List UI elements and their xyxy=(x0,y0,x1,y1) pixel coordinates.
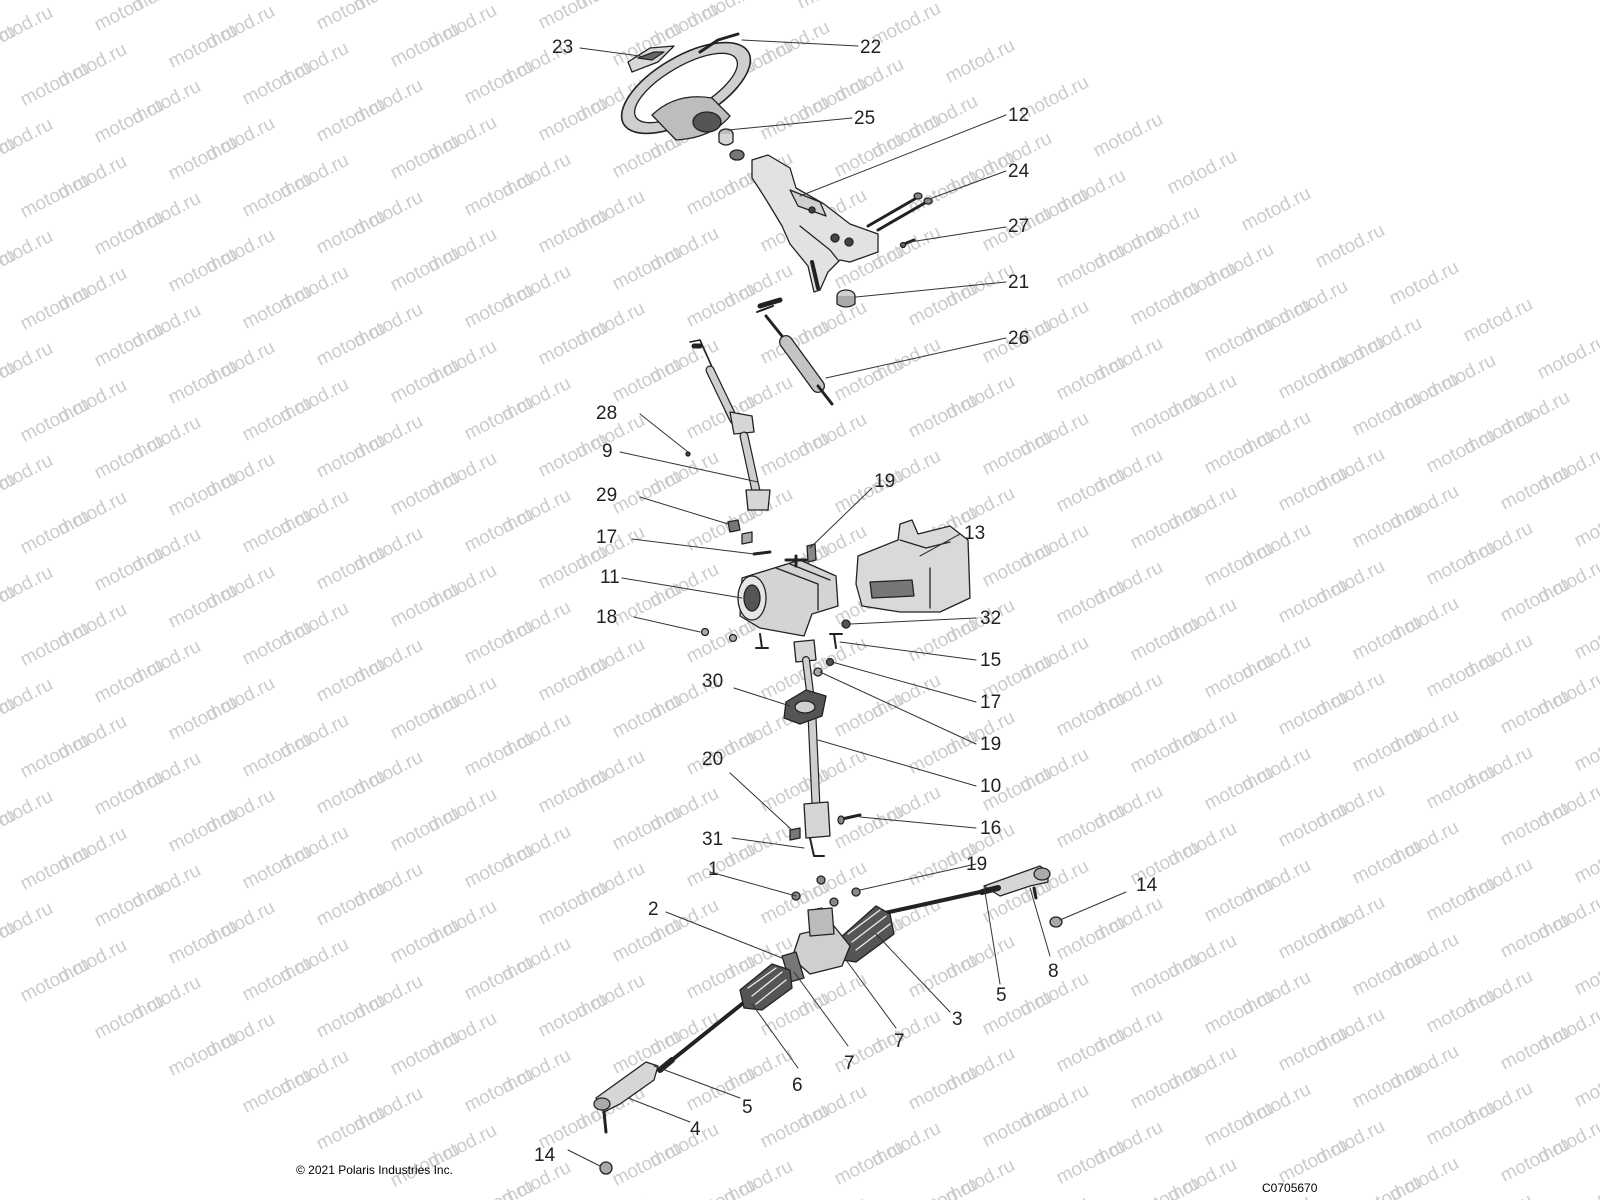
callout-1: 1 xyxy=(708,859,719,880)
part-bushing-lower xyxy=(836,289,856,308)
callout-5-right: 5 xyxy=(996,985,1007,1006)
part-steering-rack xyxy=(657,885,1001,1073)
callout-22: 22 xyxy=(860,37,882,58)
callout-6: 6 xyxy=(792,1075,803,1096)
callout-7-left: 7 xyxy=(844,1053,855,1074)
callout-16: 16 xyxy=(980,818,1002,839)
callout-10: 10 xyxy=(980,776,1002,797)
callout-14-left: 14 xyxy=(534,1145,556,1166)
callout-5-left: 5 xyxy=(742,1097,753,1118)
callout-17-left: 17 xyxy=(596,527,618,548)
part-shaft-seal xyxy=(783,689,827,725)
part-tie-rod-end-right xyxy=(983,865,1063,928)
callout-19-low: 19 xyxy=(966,854,988,875)
callout-32: 32 xyxy=(980,608,1002,629)
part-pin xyxy=(899,238,916,249)
callout-27: 27 xyxy=(1008,216,1030,237)
part-tilt-bracket xyxy=(751,154,879,293)
callout-21: 21 xyxy=(1008,272,1030,293)
leader-lines xyxy=(567,39,1127,1167)
callout-13: 13 xyxy=(964,523,986,544)
part-pinch-bolt xyxy=(837,813,862,825)
part-bushing-upper xyxy=(718,128,745,161)
callout-17-right: 17 xyxy=(980,692,1002,713)
callout-15: 15 xyxy=(980,650,1002,671)
callout-14-right: 14 xyxy=(1136,875,1158,896)
drawing-id: C0705670 xyxy=(1262,1181,1318,1195)
part-gas-strut xyxy=(756,297,834,406)
callout-18: 18 xyxy=(596,607,618,628)
callout-19-mid: 19 xyxy=(980,734,1002,755)
part-lower-steering-shaft xyxy=(793,639,831,857)
part-upper-steering-shaft xyxy=(689,339,771,511)
callout-4: 4 xyxy=(690,1119,701,1140)
part-eps-unit xyxy=(737,554,839,637)
copyright-notice: © 2021 Polaris Industries Inc. xyxy=(296,1163,453,1177)
callout-3: 3 xyxy=(952,1009,963,1030)
part-steering-wheel xyxy=(620,32,752,141)
callout-7-right: 7 xyxy=(894,1031,905,1052)
part-steering-cap xyxy=(627,45,675,73)
callout-30: 30 xyxy=(702,671,724,692)
callout-20: 20 xyxy=(702,749,724,770)
callout-11: 11 xyxy=(600,567,620,588)
callout-29: 29 xyxy=(596,485,618,506)
callout-23: 23 xyxy=(552,37,574,58)
callout-24: 24 xyxy=(1008,161,1030,182)
part-pivot-bolts xyxy=(866,192,933,232)
callout-25: 25 xyxy=(854,108,876,129)
part-tie-rod-end-left xyxy=(593,1061,659,1175)
callout-2: 2 xyxy=(648,899,659,920)
callout-8: 8 xyxy=(1048,961,1059,982)
callout-19-top: 19 xyxy=(874,471,896,492)
callout-31: 31 xyxy=(702,829,724,850)
part-eps-cover xyxy=(855,519,971,613)
callout-9: 9 xyxy=(602,441,613,462)
callout-12: 12 xyxy=(1008,105,1030,126)
callout-26: 26 xyxy=(1008,328,1030,349)
callout-28: 28 xyxy=(596,403,618,424)
